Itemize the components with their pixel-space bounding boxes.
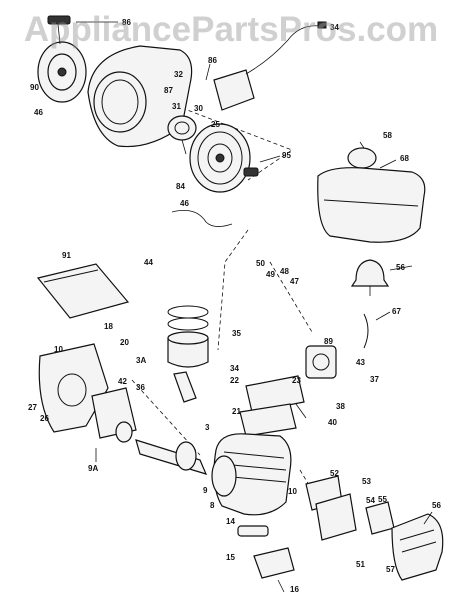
callout-50: 50 <box>256 259 265 268</box>
callout-34-head: 34 <box>230 364 239 373</box>
wire-harness <box>171 209 233 227</box>
callout-54: 54 <box>366 496 375 505</box>
primer-bulb <box>350 259 390 296</box>
callout-53: 53 <box>362 477 371 486</box>
callout-15: 15 <box>226 553 235 562</box>
starter-assembly <box>37 15 87 103</box>
callout-38: 38 <box>336 402 345 411</box>
callout-40: 40 <box>328 418 337 427</box>
callout-23: 23 <box>292 376 301 385</box>
callout-22: 22 <box>230 376 239 385</box>
callout-27: 27 <box>28 403 37 412</box>
callout-3A: 3A <box>136 356 146 365</box>
callout-34-top: 34 <box>330 23 339 32</box>
callout-18: 18 <box>104 322 113 331</box>
ignition-module <box>213 21 327 111</box>
callout-55: 55 <box>378 495 387 504</box>
callout-84: 84 <box>176 182 185 191</box>
callout-89: 89 <box>324 337 333 346</box>
callout-48: 48 <box>280 267 289 276</box>
cylinder-head <box>239 375 305 437</box>
cylinder-block <box>211 433 292 516</box>
callout-31: 31 <box>172 102 181 111</box>
callout-56-primer: 56 <box>396 263 405 272</box>
callout-49: 49 <box>266 270 275 279</box>
muffler-assembly <box>305 475 444 581</box>
callout-86-module: 86 <box>208 56 217 65</box>
callout-67: 67 <box>392 307 401 316</box>
gasket-14 <box>237 525 269 537</box>
callout-9: 9 <box>203 486 208 495</box>
callout-25: 25 <box>211 120 220 129</box>
callout-68: 68 <box>400 154 409 163</box>
gasket-pad <box>36 263 130 319</box>
bolt-16 <box>277 579 285 593</box>
callout-35: 35 <box>232 329 241 338</box>
assembly-line <box>269 261 313 333</box>
callout-95: 95 <box>282 151 291 160</box>
piston-assembly <box>167 305 209 368</box>
callout-37: 37 <box>370 375 379 384</box>
callout-43: 43 <box>356 358 365 367</box>
assembly-line <box>217 229 249 351</box>
blower-housing <box>87 45 193 148</box>
callout-57: 57 <box>386 565 395 574</box>
fuel-tank <box>317 147 426 243</box>
callout-36-left: 36 <box>136 383 145 392</box>
callout-3: 3 <box>205 423 210 432</box>
spark-plug <box>243 167 259 177</box>
callout-labels: 86 90 32 46 34 86 87 31 30 25 84 46 58 6… <box>28 18 441 594</box>
callout-8: 8 <box>210 501 215 510</box>
callout-26: 26 <box>40 414 49 423</box>
callout-46-top: 46 <box>34 108 43 117</box>
starter-cup <box>167 115 197 141</box>
callout-86-starter: 86 <box>122 18 131 27</box>
callout-9A: 9A <box>88 464 98 473</box>
callout-52: 52 <box>330 469 339 478</box>
fuel-line <box>363 313 369 349</box>
callout-51: 51 <box>356 560 365 569</box>
carburetor <box>305 345 337 379</box>
callout-10-right: 10 <box>288 487 297 496</box>
callout-16: 16 <box>290 585 299 594</box>
callout-10-left: 10 <box>54 345 63 354</box>
callout-14: 14 <box>226 517 235 526</box>
callout-32: 32 <box>174 70 183 79</box>
callout-44: 44 <box>144 258 153 267</box>
connecting-rod <box>173 371 197 403</box>
callout-21: 21 <box>232 407 241 416</box>
crankshaft <box>115 421 208 475</box>
cover-plate-15 <box>253 547 295 579</box>
callout-42: 42 <box>118 377 127 386</box>
callout-91: 91 <box>62 251 71 260</box>
callout-90: 90 <box>30 83 39 92</box>
callout-58: 58 <box>383 131 392 140</box>
callout-46-harness: 46 <box>180 199 189 208</box>
callout-30: 30 <box>194 104 203 113</box>
callout-56-muffler: 56 <box>432 501 441 510</box>
callout-87: 87 <box>164 86 173 95</box>
flywheel <box>189 123 251 193</box>
callout-20: 20 <box>120 338 129 347</box>
callout-47: 47 <box>290 277 299 286</box>
